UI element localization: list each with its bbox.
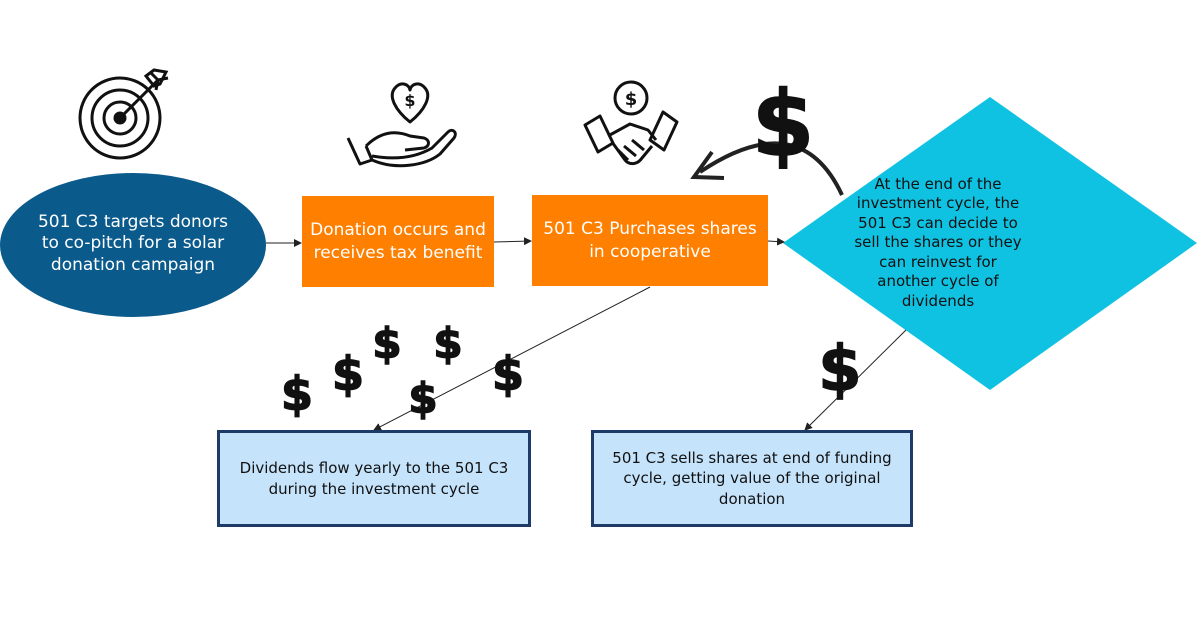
decision-diamond-label: At the end of the investment cycle, the … bbox=[854, 175, 1022, 310]
arrow-decision-to-sells bbox=[804, 329, 907, 431]
dollar-sign-icon: $ bbox=[372, 319, 401, 368]
decision-diamond bbox=[783, 97, 1197, 390]
sells-box-label: 501 C3 sells shares at end of funding cy… bbox=[612, 449, 892, 508]
svg-text:$: $ bbox=[404, 91, 415, 110]
dividends-box: Dividends flow yearly to the 501 C3 duri… bbox=[217, 430, 531, 527]
purchase-box: 501 C3 Purchases shares in cooperative bbox=[532, 195, 768, 286]
target-icon bbox=[78, 68, 169, 160]
arrow-purchase-to-decision bbox=[767, 237, 785, 246]
purchase-box-label: 501 C3 Purchases shares in cooperative bbox=[543, 219, 757, 262]
arrow-purchase-to-dividends bbox=[373, 286, 651, 431]
donor-oval bbox=[0, 173, 266, 317]
dollar-sign-icon: $ bbox=[752, 72, 815, 177]
dollar-sign-icon: $ bbox=[433, 319, 462, 368]
reinvest-curved-arrow bbox=[698, 141, 844, 196]
donation-box-label: Donation occurs and receives tax benefit bbox=[310, 220, 486, 263]
donation-box: Donation occurs and receives tax benefit bbox=[302, 196, 494, 287]
dollar-sign-icon: $ bbox=[281, 367, 313, 421]
arrow-donation-to-purchase bbox=[493, 237, 532, 246]
svg-text:$: $ bbox=[625, 89, 638, 110]
donor-oval-label: 501 C3 targets donors to co-pitch for a … bbox=[37, 212, 229, 275]
handshake-icon: $ bbox=[583, 80, 679, 166]
heart-hand-icon: $ bbox=[346, 82, 457, 168]
dollar-sign-icon: $ bbox=[332, 347, 364, 401]
sells-box: 501 C3 sells shares at end of funding cy… bbox=[591, 430, 913, 527]
dividends-box-label: Dividends flow yearly to the 501 C3 duri… bbox=[239, 459, 509, 498]
dollar-sign-icon: $ bbox=[492, 347, 524, 401]
reinvest-arrowhead bbox=[690, 150, 725, 180]
dollar-sign-icon: $ bbox=[818, 332, 861, 405]
dollar-sign-icon: $ bbox=[408, 374, 437, 423]
